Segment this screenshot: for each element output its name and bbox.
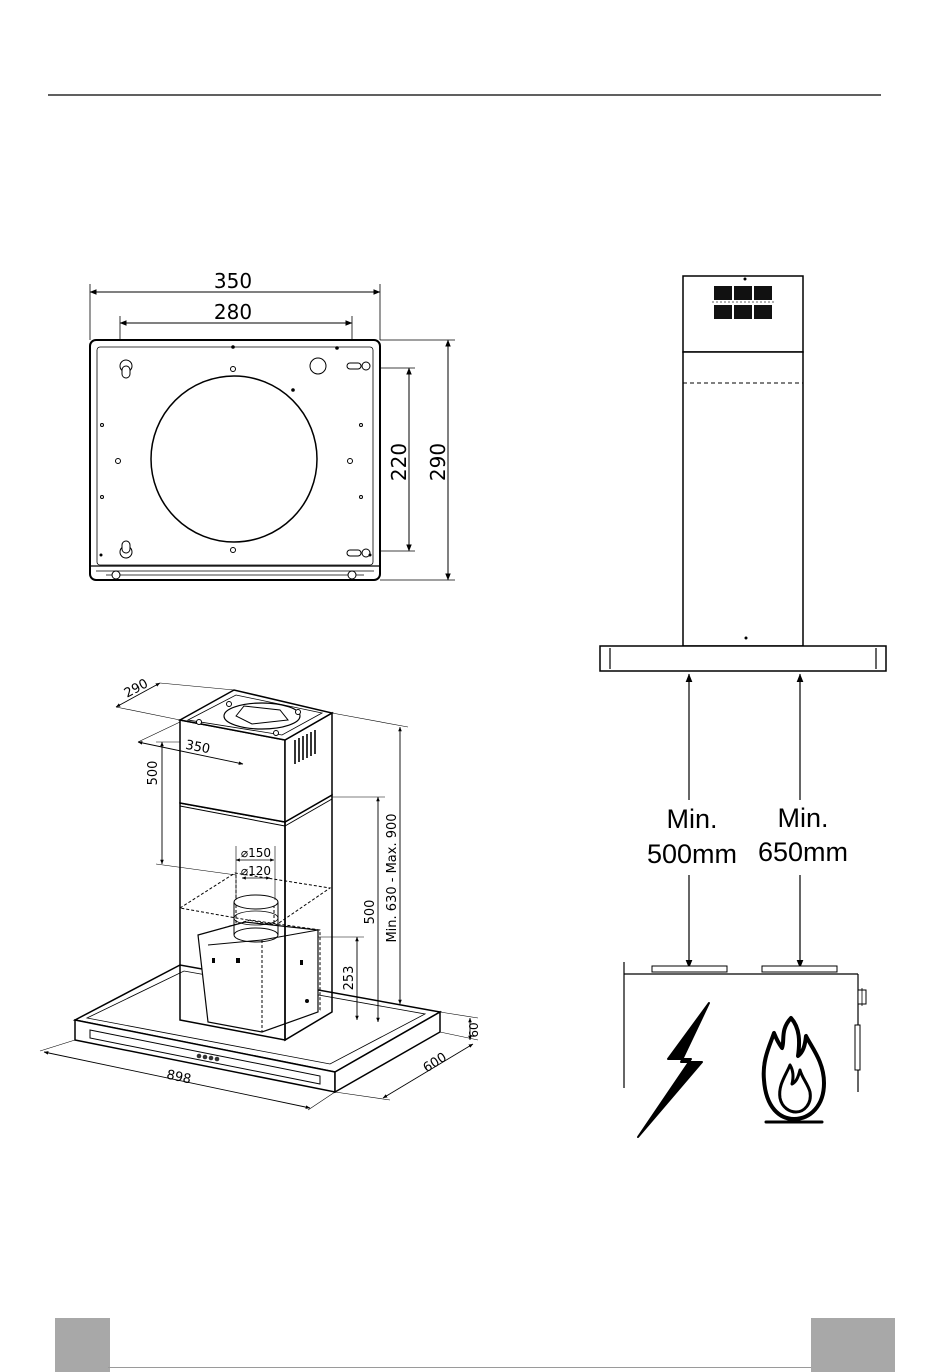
iso-chimney-lower: 500 bbox=[146, 761, 161, 786]
top-width-outer: 350 bbox=[214, 269, 252, 293]
iso-range-label: Min. 630 - Max. 900 bbox=[385, 813, 400, 942]
lightning-icon bbox=[638, 1003, 709, 1137]
footer-tab-left bbox=[55, 1318, 110, 1372]
gas-min-value: 650mm bbox=[758, 837, 848, 867]
footer-line bbox=[108, 1367, 811, 1368]
iso-canopy-depth: 600 bbox=[421, 1050, 450, 1076]
footer-tab-right bbox=[811, 1318, 895, 1372]
iso-canopy-thickness: 60 bbox=[467, 1022, 481, 1037]
top-view: 350 280 220 290 bbox=[90, 269, 455, 580]
top-width-inner: 280 bbox=[214, 300, 252, 324]
top-height-outer: 290 bbox=[426, 443, 450, 481]
front-view: Min. 500mm Min. 650mm bbox=[600, 276, 886, 1137]
iso-depth-top: 290 bbox=[122, 676, 151, 701]
cooktop bbox=[624, 962, 866, 1092]
iso-duct-outer: ⌀150 bbox=[241, 846, 271, 860]
iso-canopy-width: 898 bbox=[165, 1068, 192, 1088]
iso-range-base: 500 bbox=[363, 900, 378, 925]
iso-motor-height: 253 bbox=[342, 966, 357, 991]
iso-duct-inner: ⌀120 bbox=[241, 864, 271, 878]
iso-view: 290 350 500 ⌀150 ⌀120 253 500 Min. 630 -… bbox=[40, 676, 481, 1110]
gas-min-label: Min. bbox=[777, 803, 828, 833]
electric-min-value: 500mm bbox=[647, 839, 737, 869]
electric-min-label: Min. bbox=[666, 804, 717, 834]
flame-icon bbox=[764, 1018, 824, 1122]
top-height-inner: 220 bbox=[387, 443, 411, 481]
